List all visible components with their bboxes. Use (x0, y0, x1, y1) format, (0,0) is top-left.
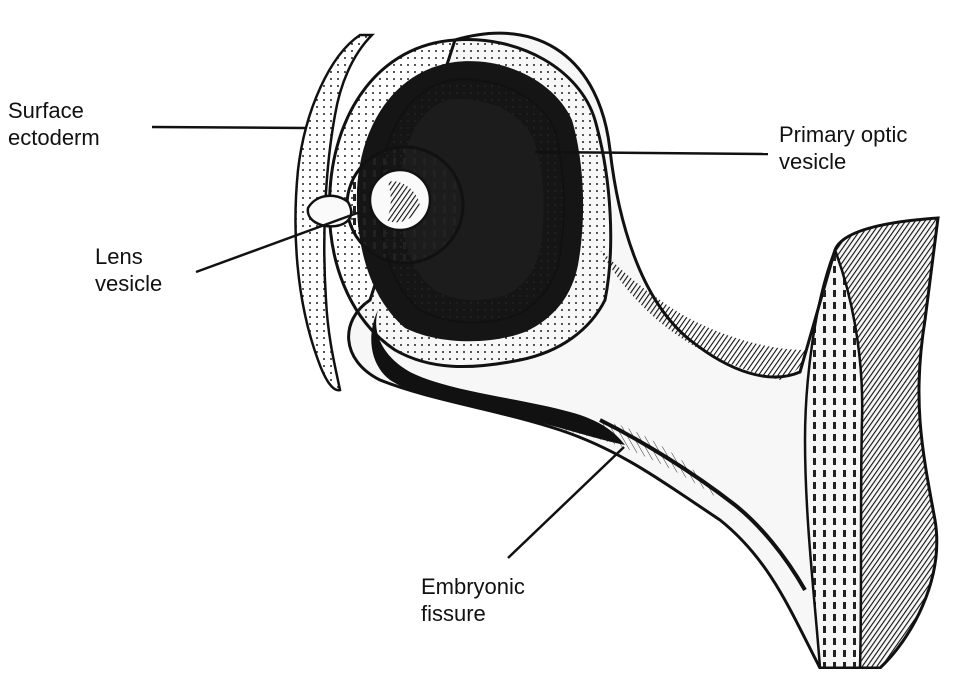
label-embryonic-fissure: Embryonic fissure (421, 573, 525, 627)
neural-tube-wall (805, 250, 862, 668)
lens-stalk (308, 196, 351, 227)
label-surface-ectoderm-line2: ectoderm (8, 124, 100, 151)
label-lens-vesicle-line1: Lens (95, 243, 162, 270)
label-lens-vesicle: Lens vesicle (95, 243, 162, 297)
label-surface-ectoderm-line1: Surface (8, 97, 100, 124)
label-lens-vesicle-line2: vesicle (95, 270, 162, 297)
label-embryonic-fissure-line1: Embryonic (421, 573, 525, 600)
label-primary-optic-vesicle: Primary optic vesicle (779, 121, 907, 175)
label-primary-optic-vesicle-line1: Primary optic (779, 121, 907, 148)
label-primary-optic-vesicle-line2: vesicle (779, 148, 907, 175)
label-surface-ectoderm: Surface ectoderm (8, 97, 100, 151)
leader-embryonic-fissure (508, 447, 624, 558)
leader-surface-ectoderm (152, 127, 305, 128)
label-embryonic-fissure-line2: fissure (421, 600, 525, 627)
